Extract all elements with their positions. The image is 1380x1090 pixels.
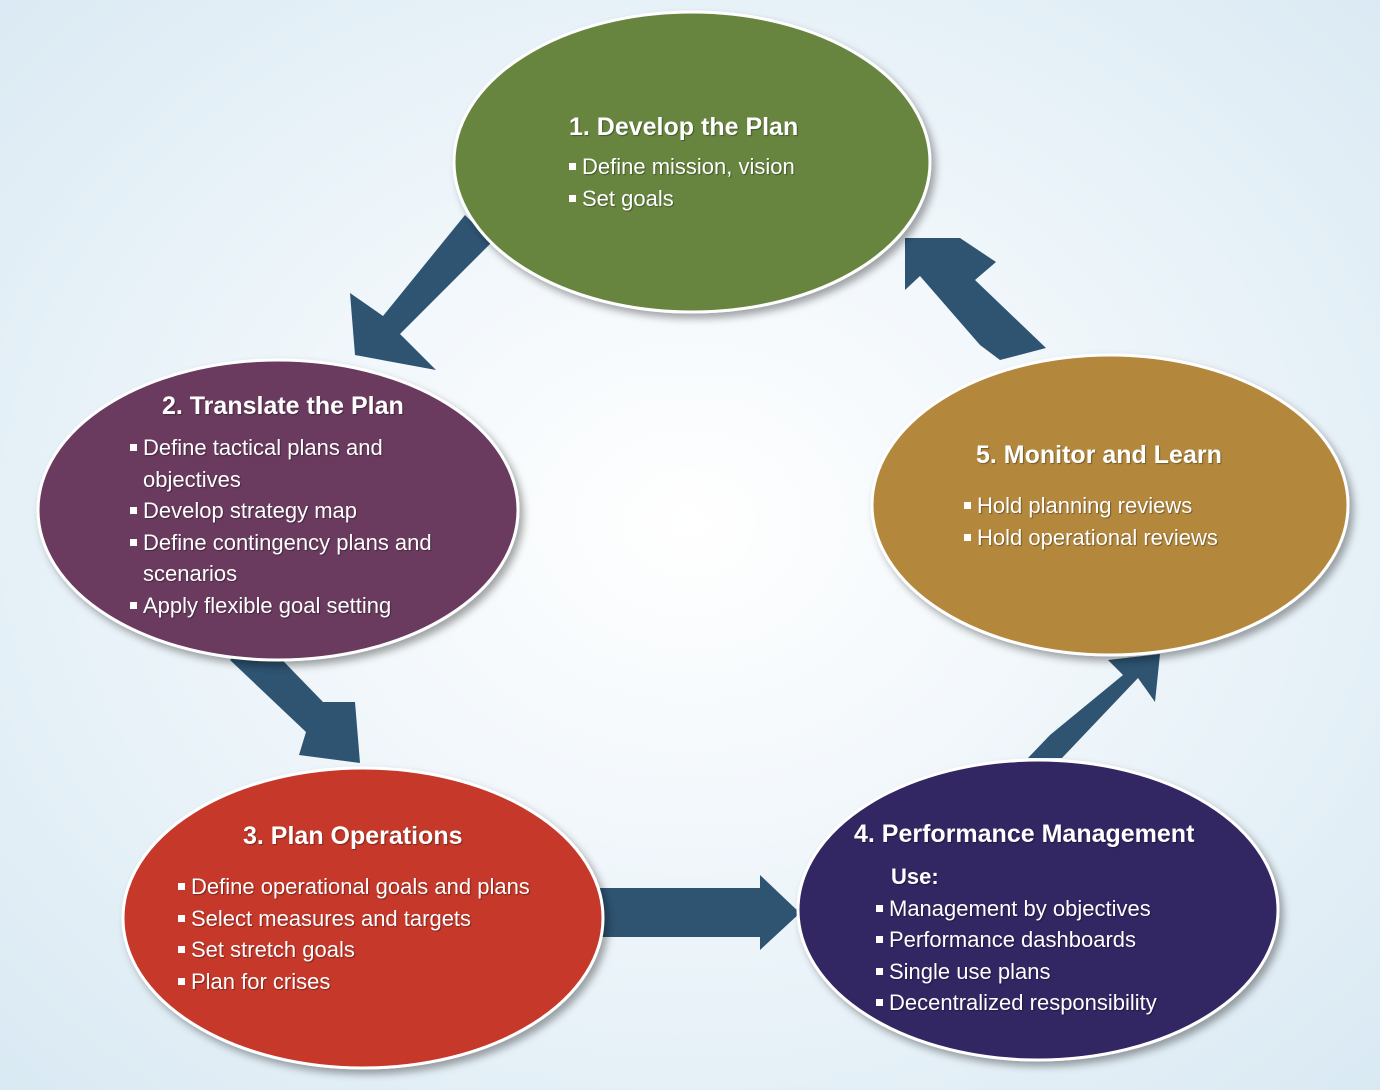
- step-2-ellipse: [36, 358, 520, 662]
- arrow-4-to-5: [1028, 654, 1160, 758]
- step-5-title: 5. Monitor and Learn: [976, 441, 1222, 469]
- step-3-item: Define operational goals and plans: [176, 871, 530, 903]
- step-4-item: Single use plans: [874, 956, 1194, 988]
- step-1-ellipse: [452, 10, 932, 314]
- step-5: 5. Monitor and Learn Hold planning revie…: [962, 440, 1222, 553]
- step-2: 2. Translate the Plan Define tactical pl…: [128, 391, 433, 621]
- step-4-title: 4. Performance Management: [854, 820, 1195, 848]
- step-3-item: Select measures and targets: [176, 903, 530, 935]
- arrow-1-to-2: [350, 215, 492, 370]
- step-5-list: Hold planning reviews Hold operational r…: [962, 490, 1222, 553]
- step-1-item: Set goals: [567, 183, 798, 215]
- step-4-item: Decentralized responsibility: [874, 987, 1194, 1019]
- step-1-item: Define mission, vision: [567, 151, 798, 183]
- step-1-list: Define mission, vision Set goals: [567, 151, 798, 214]
- step-3-ellipse: [121, 766, 605, 1070]
- step-4-item: Performance dashboards: [874, 924, 1194, 956]
- step-3: 3. Plan Operations Define operational go…: [176, 821, 530, 997]
- step-2-item: Define contingency plans and scenarios: [128, 527, 433, 590]
- step-3-list: Define operational goals and plans Selec…: [176, 871, 530, 997]
- step-5-ellipse: [870, 353, 1350, 657]
- step-2-list: Define tactical plans and objectives Dev…: [128, 432, 433, 621]
- step-3-item: Set stretch goals: [176, 934, 530, 966]
- step-1: 1. Develop the Plan Define mission, visi…: [567, 112, 798, 214]
- step-3-title: 3. Plan Operations: [243, 822, 463, 850]
- step-4-item: Management by objectives: [874, 893, 1194, 925]
- step-3-item: Plan for crises: [176, 966, 530, 998]
- arrow-3-to-4: [598, 875, 800, 950]
- step-4-ellipse: [796, 758, 1280, 1062]
- arrow-2-to-3: [230, 635, 360, 763]
- step-2-title: 2. Translate the Plan: [162, 392, 404, 420]
- step-5-item: Hold operational reviews: [962, 522, 1222, 554]
- step-2-item: Develop strategy map: [128, 495, 433, 527]
- step-4-intro: Use:: [891, 864, 939, 889]
- arrow-5-to-1: [905, 238, 1046, 360]
- step-2-item: Apply flexible goal setting: [128, 590, 433, 622]
- step-4: 4. Performance Management Use: Managemen…: [854, 819, 1194, 1019]
- step-4-list: Management by objectives Performance das…: [874, 893, 1194, 1019]
- step-1-title: 1. Develop the Plan: [569, 113, 799, 141]
- step-5-item: Hold planning reviews: [962, 490, 1222, 522]
- step-2-item: Define tactical plans and objectives: [128, 432, 428, 495]
